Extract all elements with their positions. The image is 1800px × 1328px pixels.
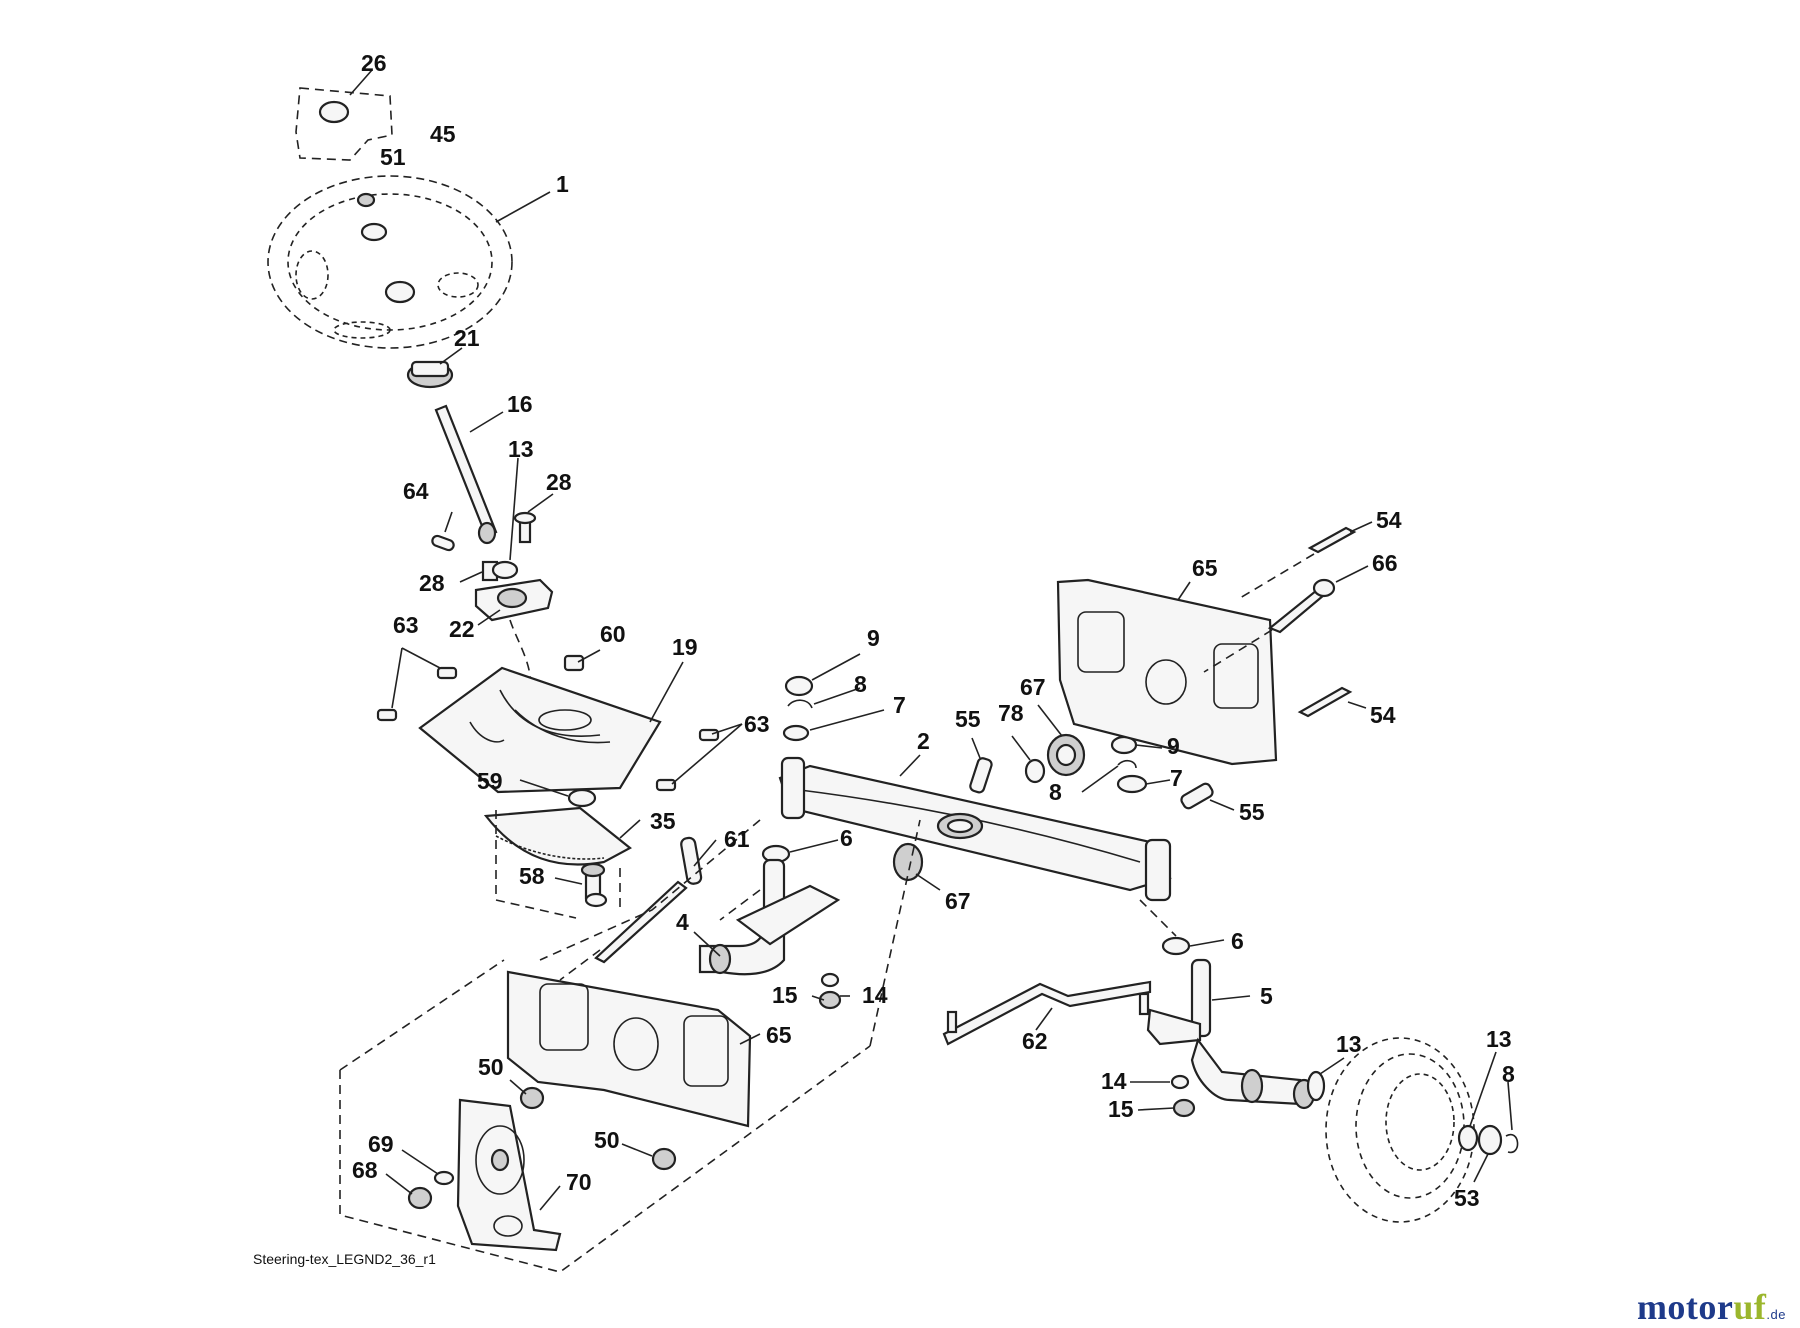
- callout-50: 50: [478, 1054, 504, 1080]
- callout-6: 6: [840, 825, 853, 851]
- callout-28: 28: [546, 469, 572, 495]
- callout-15: 15: [772, 982, 798, 1008]
- callout-22: 22: [449, 616, 475, 642]
- right-pivot-cap: [1081, 735, 1235, 811]
- callout-8: 8: [1049, 779, 1062, 805]
- callout-21: 21: [454, 325, 480, 351]
- right-spindle-nut: [1130, 1074, 1196, 1118]
- callout-64: 64: [403, 478, 429, 504]
- front-axle: [778, 754, 1172, 902]
- bearing-plate: [456, 1098, 562, 1252]
- callout-26: 26: [361, 50, 387, 76]
- callout-15: 15: [1108, 1096, 1134, 1122]
- right-spindle: [1139, 899, 1316, 1110]
- callout-6: 6: [1231, 928, 1244, 954]
- callout-63: 63: [393, 612, 419, 638]
- logo-text-suffix: .de: [1766, 1307, 1786, 1322]
- callout-65: 65: [766, 1022, 792, 1048]
- diagram-caption: Steering-tex_LEGND2_36_r1: [253, 1251, 436, 1267]
- callout-50: 50: [594, 1127, 620, 1153]
- callout-19: 19: [672, 634, 698, 660]
- callout-67: 67: [945, 888, 971, 914]
- callout-51: 51: [380, 144, 406, 170]
- callout-14: 14: [862, 982, 888, 1008]
- callout-58: 58: [519, 863, 545, 889]
- callout-53: 53: [1454, 1185, 1480, 1211]
- drag-link: [559, 836, 717, 981]
- steering-shaft: [434, 404, 504, 545]
- callout-13: 13: [508, 436, 534, 462]
- callout-8: 8: [854, 671, 867, 697]
- callout-66: 66: [1372, 550, 1398, 576]
- wheel-retainer: [1457, 1051, 1519, 1183]
- callout-14: 14: [1101, 1068, 1127, 1094]
- callout-70: 70: [566, 1169, 592, 1195]
- callout-7: 7: [893, 692, 906, 718]
- callout-8: 8: [1502, 1061, 1515, 1087]
- callout-2: 2: [917, 728, 930, 754]
- steering-wheel-cap: [295, 69, 393, 161]
- callout-59: 59: [477, 768, 503, 794]
- callout-67: 67: [1020, 674, 1046, 700]
- callout-60: 60: [600, 621, 626, 647]
- callout-55: 55: [955, 706, 981, 732]
- gear-pivot-bolt: [495, 810, 621, 919]
- callout-13: 13: [1336, 1031, 1362, 1057]
- callout-35: 35: [650, 808, 676, 834]
- axle-support-right: [1056, 578, 1278, 766]
- callout-1: 1: [556, 171, 569, 197]
- callout-9: 9: [1167, 733, 1180, 759]
- callout-4: 4: [676, 909, 689, 935]
- logo-text-main: motor: [1636, 1287, 1734, 1327]
- callout-5: 5: [1260, 983, 1273, 1009]
- washer-59: [519, 779, 597, 808]
- motoruf-logo[interactable]: motoruf.de: [1637, 1286, 1786, 1328]
- callout-68: 68: [352, 1157, 378, 1183]
- tie-rod: [942, 980, 1152, 1046]
- lower-hardware: [385, 1079, 677, 1210]
- axle-support-left: [506, 970, 761, 1128]
- callout-63: 63: [744, 711, 770, 737]
- support-bolts: [1203, 521, 1373, 718]
- callout-13: 13: [1486, 1026, 1512, 1052]
- assembly-boundary: [339, 819, 921, 1273]
- callout-28: 28: [419, 570, 445, 596]
- logo-text-accent: uf: [1733, 1287, 1767, 1327]
- plate-bolts: [376, 647, 743, 792]
- steering-hub: [406, 347, 463, 389]
- callout-labels: 26 45 51 1 21 16 13 28 64 28 22 60 63 19…: [352, 50, 1515, 1211]
- callout-78: 78: [998, 700, 1024, 726]
- steering-plate: [418, 649, 684, 794]
- callout-16: 16: [507, 391, 533, 417]
- callout-7: 7: [1170, 765, 1183, 791]
- axle-pivot-hardware: [969, 704, 1086, 794]
- callout-45: 45: [430, 121, 456, 147]
- left-pivot-cap: [782, 653, 885, 742]
- callout-61: 61: [724, 826, 750, 852]
- callout-9: 9: [867, 625, 880, 651]
- left-spindle-nut: [811, 972, 850, 1010]
- callout-65: 65: [1192, 555, 1218, 581]
- callout-69: 69: [368, 1131, 394, 1157]
- sector-gear: [483, 806, 641, 866]
- callout-55: 55: [1239, 799, 1265, 825]
- front-wheel: [1306, 1037, 1475, 1223]
- steering-wheel: [267, 175, 551, 349]
- left-spindle: [693, 858, 841, 976]
- callout-54: 54: [1376, 507, 1402, 533]
- callout-54: 54: [1370, 702, 1396, 728]
- callout-62: 62: [1022, 1028, 1048, 1054]
